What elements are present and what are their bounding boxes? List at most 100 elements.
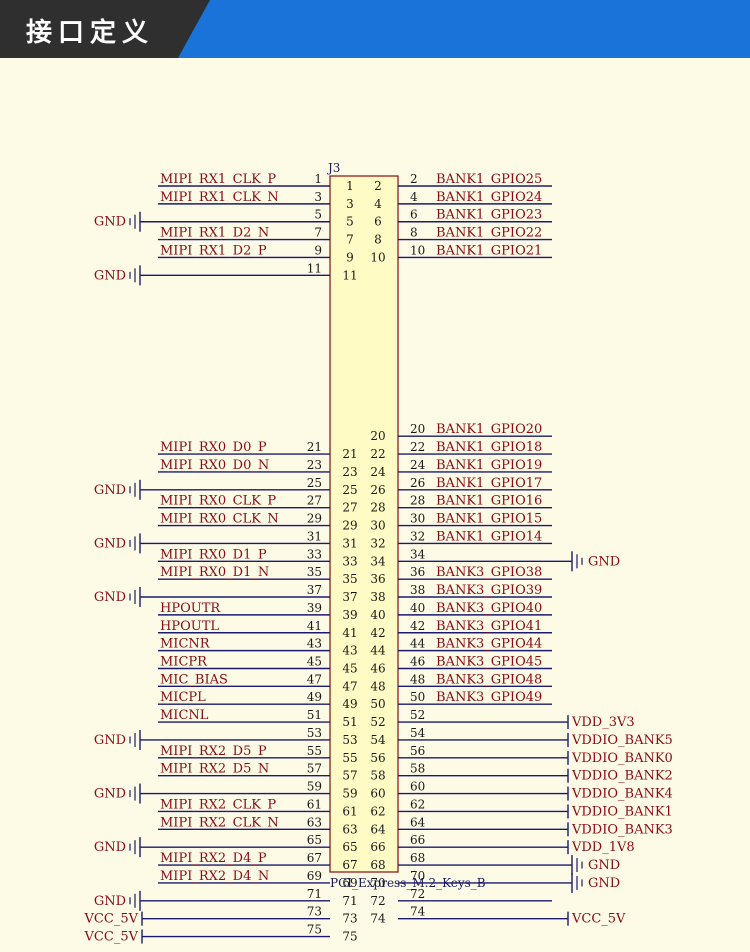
pin-number-outer: 54 [410,726,426,740]
pin-number-outer: 49 [307,690,322,704]
pin-number-outer: 33 [307,547,322,561]
net-label: BANK3_GPIO38 [436,565,542,580]
pin-number-outer: 6 [410,208,418,222]
pin-number-outer: 1 [314,172,322,186]
net-label: MIPI_RX2_D4_N [160,869,269,884]
power-port-label: VCC_5V [84,930,139,945]
pin-number-outer: 25 [307,476,322,490]
pin-number-outer: 29 [307,512,322,526]
net-label: HPOUTR [160,601,221,616]
pin-number-outer: 58 [410,762,425,776]
pin-number-inner: 2 [374,179,382,193]
pin-number-inner: 38 [370,590,385,604]
pin-number-outer: 63 [307,815,322,829]
pin-number-outer: 56 [410,744,425,758]
pin-number-outer: 30 [410,512,425,526]
pin-number-inner: 68 [370,858,385,872]
pin-number-inner: 66 [370,840,385,854]
pin-number-outer: 11 [307,261,322,275]
pin-number-outer: 46 [410,654,425,668]
net-label: MIPI_RX0_D0_N [160,458,269,473]
pin-number-outer: 4 [410,190,418,204]
net-label: MICNL [160,708,209,723]
pin-number-inner: 74 [370,912,386,926]
net-label: BANK1_GPIO19 [436,458,542,473]
net-label: MIPI_RX2_CLK_N [160,815,279,830]
pin-number-outer: 22 [410,440,425,454]
pin-number-inner: 70 [370,876,385,890]
net-label: HPOUTL [160,619,219,634]
pin-number-inner: 73 [342,912,357,926]
pin-number-inner: 32 [370,536,385,550]
pin-number-inner: 35 [342,572,357,586]
power-port-label: VDDIO_BANK5 [571,733,673,748]
net-label: MIPI_RX1_CLK_P [160,172,276,187]
pin-number-outer: 48 [410,672,425,686]
pin-number-inner: 51 [342,715,357,729]
pin-number-inner: 60 [370,787,385,801]
pin-number-inner: 45 [342,661,357,675]
net-label: BANK3_GPIO49 [436,690,542,705]
pin-number-outer: 21 [307,440,322,454]
pin-6: 6 6 BANK1_GPIO23 [374,208,552,229]
pin-number-inner: 7 [346,233,354,247]
pin-number-outer: 59 [307,780,322,794]
pin-number-inner: 27 [342,501,357,515]
net-label: BANK1_GPIO23 [436,208,542,223]
pin-number-inner: 44 [370,644,386,658]
net-label: BANK3_GPIO39 [436,583,542,598]
net-label: BANK1_GPIO25 [436,172,542,187]
net-label: BANK3_GPIO40 [436,601,542,616]
pin-number-inner: 52 [370,715,385,729]
net-label: BANK1_GPIO17 [436,476,542,491]
power-port-label: VDD_3V3 [571,715,635,730]
pin-number-inner: 62 [370,804,385,818]
pin-number-inner: 46 [370,661,385,675]
pin-number-inner: 11 [342,268,357,282]
pin-number-inner: 67 [342,858,357,872]
pin-number-inner: 23 [342,465,357,479]
pin-number-outer: 65 [307,833,322,847]
pin-number-inner: 6 [374,215,382,229]
pin-number-outer: 60 [410,780,425,794]
pin-number-outer: 8 [410,226,418,240]
pin-number-inner: 9 [346,250,354,264]
gnd-label: GND [94,215,126,230]
pin-number-inner: 33 [342,554,357,568]
pin-number-outer: 28 [410,494,425,508]
power-port-label: VCC_5V [571,912,626,927]
net-label: MIPI_RX0_D0_P [160,440,267,455]
pin-number-inner: 5 [346,215,354,229]
pin-number-outer: 71 [307,887,322,901]
pin-number-outer: 69 [307,869,322,883]
net-label: MIPI_RX1_D2_N [160,226,269,241]
net-label: MIPI_RX0_D1_P [160,547,267,562]
